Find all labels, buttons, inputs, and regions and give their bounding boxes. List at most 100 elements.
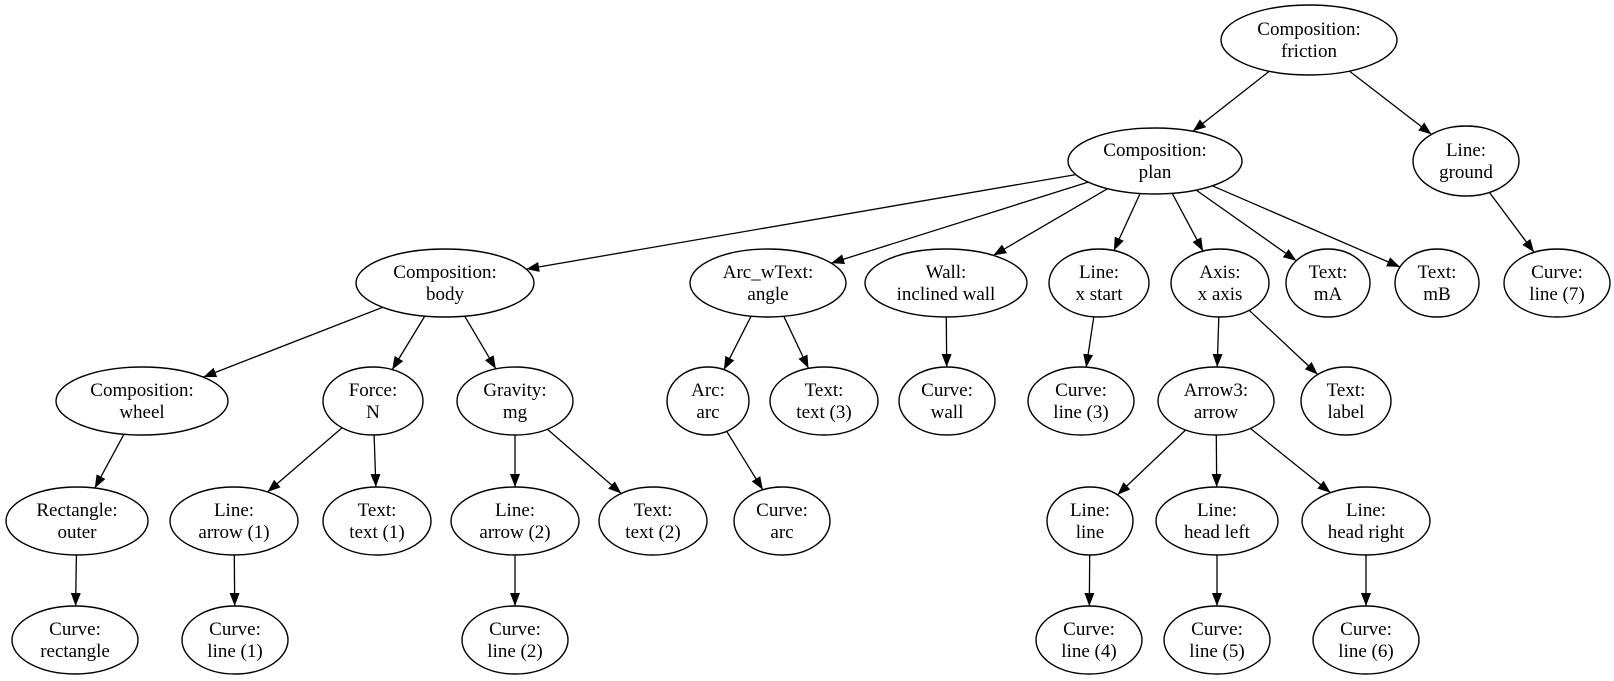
- node-label-line2: line (2): [487, 641, 542, 662]
- node-ellipse: [689, 248, 847, 318]
- node-ellipse: [864, 248, 1028, 318]
- node-label-line1: Curve:: [209, 619, 261, 640]
- edge-plan-angle: [831, 181, 1089, 264]
- node-ellipse: [456, 366, 574, 436]
- node-label-line1: Text:: [805, 380, 844, 401]
- node-ellipse: [181, 605, 289, 675]
- node-label-line1: Arc:: [691, 380, 725, 401]
- node-label-line1: Line:: [214, 500, 254, 521]
- node-label-line1: Composition:: [1103, 140, 1206, 161]
- node-label-line1: Curve:: [921, 380, 973, 401]
- node-label-line2: arc: [696, 402, 719, 423]
- node-ellipse: [461, 605, 569, 675]
- node-ellipse: [1301, 486, 1431, 556]
- node-label-line2: line (3): [1053, 402, 1108, 423]
- node-angle: Arc_wText:angle: [689, 248, 847, 318]
- node-ellipse: [733, 486, 831, 556]
- node-arrow1: Line:arrow (1): [169, 486, 299, 556]
- node-forceN: Force:N: [322, 366, 424, 436]
- node-xaxis: Axis:x axis: [1170, 248, 1270, 318]
- node-ellipse: [322, 366, 424, 436]
- node-label-line2: line (7): [1529, 284, 1584, 305]
- edge-angle-text3: [783, 316, 810, 369]
- node-label-line2: x start: [1076, 284, 1124, 305]
- node-label-line2: label: [1328, 402, 1365, 423]
- edge-outer-curverect: [70, 554, 81, 607]
- edge-xaxis-arrow3: [1212, 316, 1223, 368]
- node-ellipse: [1285, 248, 1371, 318]
- node-text1: Text:text (1): [322, 486, 432, 556]
- node-label-line1: Curve:: [756, 500, 808, 521]
- node-ellipse: [5, 486, 149, 556]
- node-ellipse: [1412, 125, 1520, 197]
- node-label-line2: ground: [1439, 162, 1493, 183]
- node-label-line2: friction: [1281, 41, 1337, 62]
- edge-xaxis-label: [1248, 309, 1319, 375]
- node-label-line1: Arrow3:: [1184, 380, 1248, 401]
- node-label-line2: wheel: [119, 402, 164, 423]
- edge-friction-plan: [1192, 70, 1270, 132]
- node-headleft: Line:head left: [1155, 486, 1279, 556]
- node-label-line1: Text:: [634, 500, 673, 521]
- node-label-line1: Composition:: [393, 262, 496, 283]
- node-label-line2: line (1): [207, 641, 262, 662]
- node-curverect: Curve:rectangle: [11, 605, 139, 675]
- edge-arrow3-headright: [1249, 427, 1332, 494]
- node-wheel: Composition:wheel: [55, 366, 229, 436]
- node-arrow2: Line:arrow (2): [450, 486, 580, 556]
- node-label-line2: mB: [1423, 284, 1450, 305]
- node-label-line2: line (5): [1189, 641, 1244, 662]
- node-label-line2: line (4): [1061, 641, 1116, 662]
- node-ellipse: [1312, 605, 1420, 675]
- node-cline6: Curve:line (6): [1312, 605, 1420, 675]
- edge-forceN-arrow1: [267, 427, 343, 493]
- node-label-line1: Composition:: [1257, 19, 1360, 40]
- node-label-line1: Curve:: [489, 619, 541, 640]
- edge-plan-xstart: [1113, 193, 1141, 251]
- node-label-line1: Line:: [1079, 262, 1119, 283]
- node-ellipse: [1163, 605, 1271, 675]
- node-label-line1: Wall:: [926, 262, 967, 283]
- node-label-line1: Curve:: [1340, 619, 1392, 640]
- node-ellipse: [1035, 605, 1143, 675]
- node-label-line2: N: [366, 402, 380, 423]
- node-label-line2: line: [1076, 522, 1105, 543]
- node-label-line1: Line:: [1446, 140, 1486, 161]
- edge-plan-body: [526, 173, 1076, 272]
- node-ellipse: [11, 605, 139, 675]
- node-arc: Arc:arc: [666, 366, 750, 436]
- edge-arc-curvearc: [726, 430, 764, 491]
- node-curvewall: Curve:wall: [898, 366, 996, 436]
- node-label-line2: head right: [1328, 522, 1405, 543]
- edge-plan-mA: [1195, 189, 1297, 262]
- edge-plan-mB: [1212, 185, 1401, 268]
- node-line3: Curve:line (3): [1027, 366, 1135, 436]
- node-label-line2: text (2): [625, 522, 680, 543]
- node-ellipse: [666, 366, 750, 436]
- node-label-line1: Axis:: [1199, 262, 1240, 283]
- node-label-line2: body: [426, 284, 465, 305]
- node-ellipse: [55, 366, 229, 436]
- node-label-line2: line (6): [1338, 641, 1393, 662]
- node-gravity: Gravity:mg: [456, 366, 574, 436]
- node-ellipse: [450, 486, 580, 556]
- node-ellipse: [1046, 486, 1134, 556]
- node-label-line1: Text:: [1327, 380, 1366, 401]
- edge-body-wheel: [203, 306, 383, 378]
- node-label-line2: mA: [1314, 284, 1343, 305]
- node-label-line2: inclined wall: [897, 284, 996, 305]
- node-text2: Text:text (2): [598, 486, 708, 556]
- node-label-line2: mg: [503, 402, 528, 423]
- node-text3: Text:text (3): [769, 366, 879, 436]
- node-body: Composition:body: [355, 248, 535, 318]
- node-wall: Wall:inclined wall: [864, 248, 1028, 318]
- node-label-line1: Gravity:: [483, 380, 546, 401]
- node-label-line1: Force:: [349, 380, 398, 401]
- node-lineline: Line:line: [1046, 486, 1134, 556]
- node-mA: Text:mA: [1285, 248, 1371, 318]
- edge-wheel-outer: [94, 433, 125, 489]
- node-label-line1: Line:: [1070, 500, 1110, 521]
- node-label-line1: Text:: [1309, 262, 1348, 283]
